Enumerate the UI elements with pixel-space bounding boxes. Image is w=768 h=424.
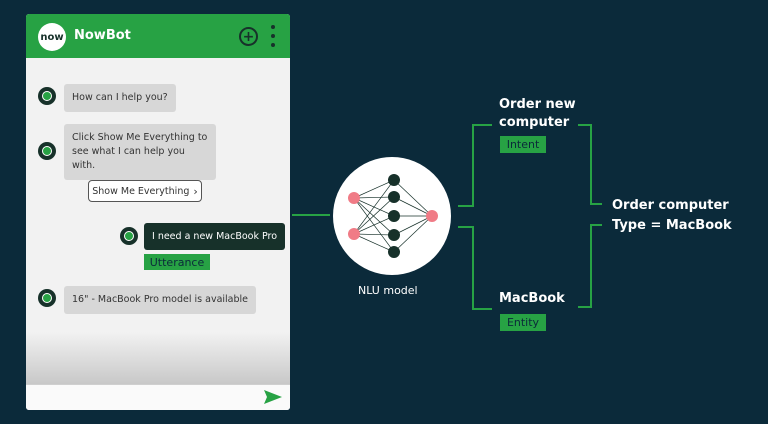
- bracket-line: [578, 306, 592, 308]
- nlu-model-icon: [333, 157, 451, 275]
- bracket-line: [590, 224, 602, 226]
- show-me-everything-button[interactable]: Show Me Everything ›: [88, 180, 202, 202]
- bot-message: Click Show Me Everything to see what I c…: [64, 124, 216, 180]
- intent-title: Order new computer: [499, 97, 576, 130]
- nlu-model-label: NLU model: [358, 284, 418, 297]
- utterance-tag: Utterance: [144, 254, 210, 270]
- entity-title: MacBook: [499, 291, 565, 306]
- bot-avatar: [38, 87, 56, 105]
- connector-line: [292, 214, 330, 216]
- bracket-line: [472, 308, 492, 310]
- bot-avatar: [38, 142, 56, 160]
- bracket-line: [458, 205, 474, 207]
- show-button-label: Show Me Everything: [92, 185, 190, 197]
- chevron-right-icon: ›: [193, 184, 198, 198]
- bracket-line: [578, 124, 592, 126]
- bracket-line: [458, 226, 474, 228]
- chat-header: now NowBot +: [26, 14, 290, 58]
- user-message: I need a new MacBook Pro: [144, 223, 286, 250]
- intent-tag: Intent: [500, 136, 546, 153]
- now-logo: now: [38, 23, 66, 51]
- send-icon[interactable]: [264, 390, 282, 404]
- more-options-icon[interactable]: [269, 25, 277, 47]
- bracket-line: [472, 124, 492, 126]
- bracket-line: [472, 124, 474, 207]
- chat-fade: [26, 332, 290, 384]
- bot-message: How can I help you?: [64, 84, 176, 112]
- result-line-1: Order computer: [612, 198, 729, 213]
- add-icon[interactable]: +: [239, 27, 258, 46]
- bot-message: 16" - MacBook Pro model is available: [64, 286, 257, 314]
- entity-tag: Entity: [500, 314, 546, 331]
- bot-name: NowBot: [74, 28, 131, 43]
- bracket-line: [472, 226, 474, 310]
- message-input[interactable]: [26, 384, 290, 410]
- bracket-line: [590, 224, 592, 308]
- bracket-line: [590, 124, 592, 204]
- chat-window: now NowBot + How can I help you? Click S…: [26, 14, 290, 410]
- result-line-2: Type = MacBook: [612, 218, 732, 233]
- bracket-line: [590, 203, 602, 205]
- user-avatar: [120, 227, 138, 245]
- bot-avatar: [38, 289, 56, 307]
